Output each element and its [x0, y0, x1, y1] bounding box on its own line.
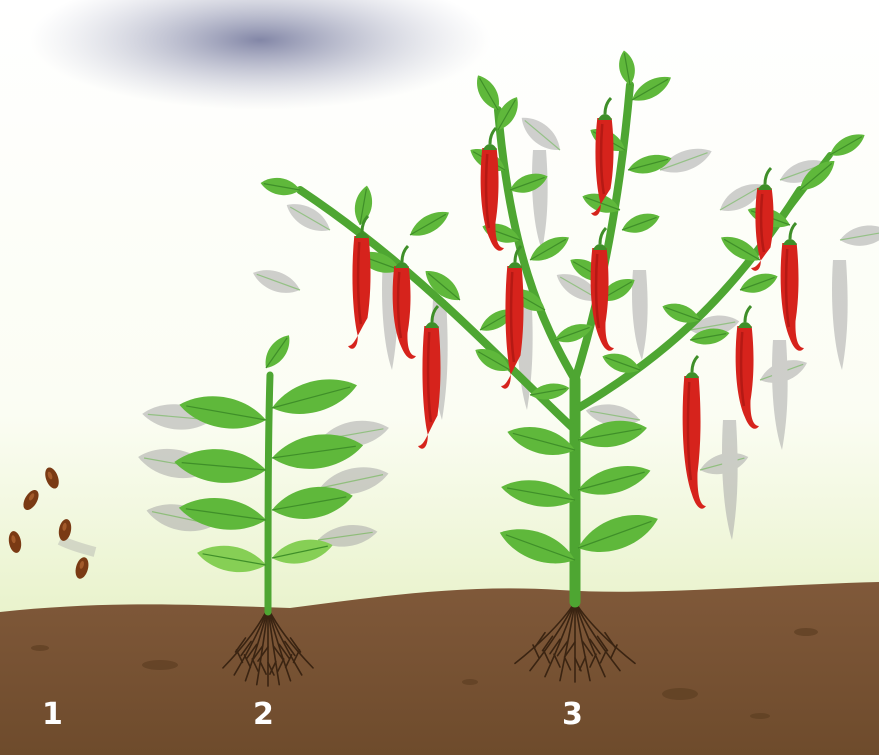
seedling-stem: [268, 375, 270, 612]
soil-ground: [0, 582, 879, 755]
stage-label-3: 3: [562, 697, 583, 732]
stage-label-2: 2: [253, 697, 274, 732]
stage-label-1: 1: [42, 697, 63, 732]
